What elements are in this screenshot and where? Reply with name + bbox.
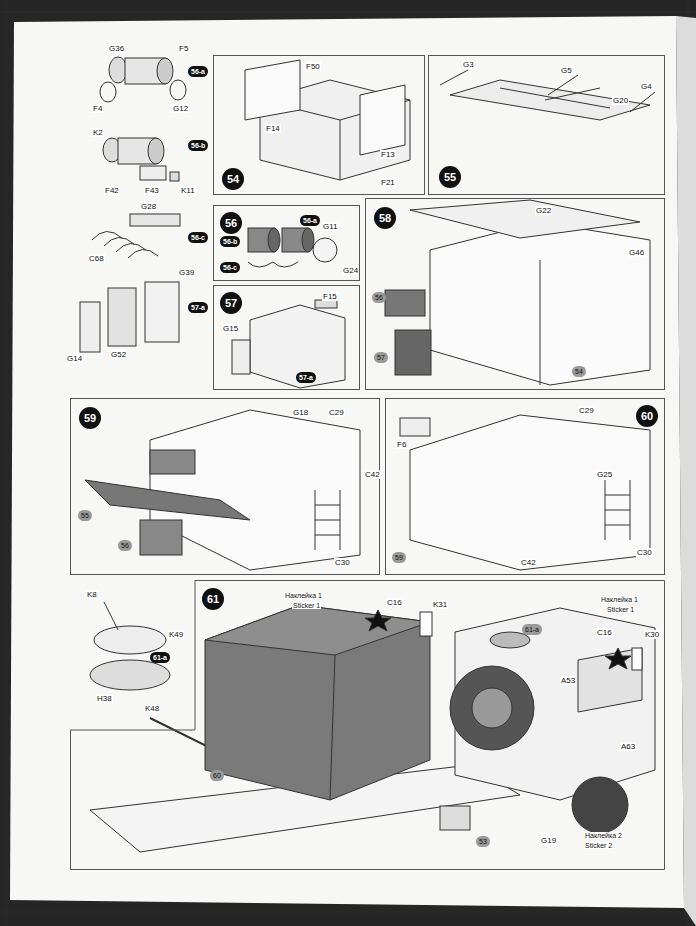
part-number: G12	[172, 104, 189, 113]
part-number: G22	[535, 206, 552, 215]
step-number: 54	[222, 168, 244, 190]
part-number: F5	[178, 44, 189, 53]
part-number: K49	[168, 630, 184, 639]
step-reference: 60	[210, 770, 224, 781]
part-number: C29	[578, 406, 595, 415]
step-reference: 53	[476, 836, 490, 847]
part-number: F6	[396, 440, 407, 449]
step-reference: 54	[572, 366, 586, 377]
part-number: G52	[110, 350, 127, 359]
step-number: 56	[220, 212, 242, 234]
step-panel: 61	[70, 580, 665, 870]
part-number: K11	[180, 186, 196, 195]
part-number: C30	[636, 548, 653, 557]
part-number: G15	[222, 324, 239, 333]
part-number: G5	[560, 66, 573, 75]
part-number: G28	[140, 202, 157, 211]
step-number: 61	[202, 588, 224, 610]
part-number: C42	[364, 470, 381, 479]
part-number: C42	[520, 558, 537, 567]
part-number: G46	[628, 248, 645, 257]
part-number: C68	[88, 254, 105, 263]
part-number: G18	[292, 408, 309, 417]
subassembly-callout: 57-a	[296, 372, 316, 383]
part-number: C29	[328, 408, 345, 417]
part-number: G14	[66, 354, 83, 363]
step-reference: 61-a	[522, 624, 542, 635]
sticker-note: Sticker 1	[606, 606, 635, 613]
step-number: 59	[79, 407, 101, 429]
part-number: G19	[540, 836, 557, 845]
step-reference: 56	[372, 292, 386, 303]
step-number: 57	[220, 292, 242, 314]
part-number: K2	[92, 128, 104, 137]
step-number: 58	[374, 207, 396, 229]
part-number: K31	[432, 600, 448, 609]
part-number: F13	[380, 150, 396, 159]
sticker-note: Наклейка 1	[284, 592, 323, 599]
panel-outline	[70, 580, 665, 870]
step-panel: 60	[385, 398, 665, 575]
part-number: K8	[86, 590, 98, 599]
part-number: G20	[612, 96, 629, 105]
step-panel: 59	[70, 398, 380, 575]
part-number: G36	[108, 44, 125, 53]
sticker-note: Наклейка 2	[584, 832, 623, 839]
step-panel: 54	[213, 55, 425, 195]
subassembly-callout: 56-c	[188, 232, 208, 243]
part-number: C16	[386, 598, 403, 607]
step-reference: 59	[392, 552, 406, 563]
step-reference: 56	[118, 540, 132, 551]
part-number: F42	[104, 186, 120, 195]
step-reference: 57	[374, 352, 388, 363]
part-number: F15	[322, 292, 338, 301]
part-number: A63	[620, 742, 636, 751]
subassembly-callout: 61-a	[150, 652, 170, 663]
subassembly-callout: 56-b	[220, 236, 240, 247]
part-number: H38	[96, 694, 113, 703]
part-number: K30	[644, 630, 660, 639]
sticker-note: Наклейка 1	[600, 596, 639, 603]
part-number: G39	[178, 268, 195, 277]
step-panel: 55	[428, 55, 665, 195]
part-number: K48	[144, 704, 160, 713]
part-number: G3	[462, 60, 475, 69]
part-number: G24	[342, 266, 359, 275]
step-number: 55	[439, 166, 461, 188]
part-number: F50	[305, 62, 321, 71]
sticker-note: Sticker 1	[292, 602, 321, 609]
subassembly-callout: 57-a	[188, 302, 208, 313]
part-number: G11	[322, 222, 339, 231]
subassembly-callout: 56-a	[300, 215, 320, 226]
step-number: 60	[636, 405, 658, 427]
part-number: F4	[92, 104, 103, 113]
part-number: G25	[596, 470, 613, 479]
part-number: F14	[265, 124, 281, 133]
part-number: G4	[640, 82, 653, 91]
part-number: F43	[144, 186, 160, 195]
step-panel: 57	[213, 285, 360, 390]
subassembly-callout: 56-b	[188, 140, 208, 151]
subassembly-callout: 56-c	[220, 262, 240, 273]
part-number: A53	[560, 676, 576, 685]
part-number: F21	[380, 178, 396, 187]
step-panel: 58	[365, 198, 665, 390]
step-reference: 55	[78, 510, 92, 521]
sticker-note: Sticker 2	[584, 842, 613, 849]
subassembly-callout: 56-a	[188, 66, 208, 77]
part-number: C30	[334, 558, 351, 567]
part-number: C16	[596, 628, 613, 637]
